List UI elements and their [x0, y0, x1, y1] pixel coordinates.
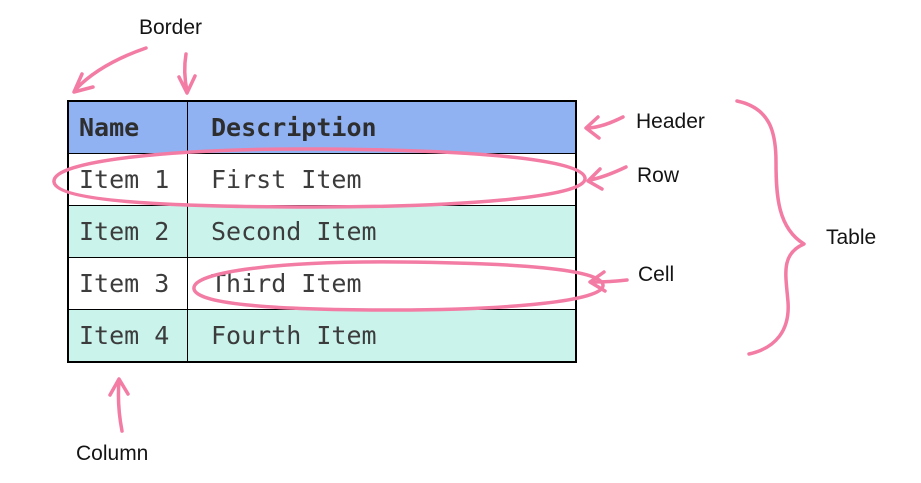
column-arrow-icon — [108, 377, 130, 433]
cell-item3-description: Third Item — [187, 257, 577, 310]
cell-item3-name: Item 3 — [67, 257, 188, 310]
table-row: Item 4 Fourth Item — [67, 309, 577, 363]
cell-item1-description: First Item — [187, 153, 577, 206]
table-row: Item 3 Third Item — [67, 257, 577, 310]
header-label: Header — [636, 110, 705, 133]
header-arrow-icon — [584, 115, 625, 140]
cell-arrow-icon — [588, 270, 629, 293]
table-brace-icon — [735, 99, 806, 356]
cell-item2-name: Item 2 — [67, 205, 188, 258]
border-arrow-down-icon — [177, 52, 197, 95]
table-label: Table — [826, 226, 877, 249]
row-label: Row — [637, 164, 680, 187]
column-header-description: Description — [187, 100, 577, 154]
cell-item1-name: Item 1 — [67, 153, 188, 206]
demo-table: Name Description Item 1 First Item Item … — [67, 100, 577, 363]
column-header-name: Name — [67, 100, 188, 154]
cell-item4-name: Item 4 — [67, 309, 188, 363]
border-label: Border — [139, 16, 203, 39]
cell-label: Cell — [638, 263, 675, 286]
row-arrow-icon — [586, 165, 628, 191]
border-arrow-diagonal-icon — [72, 46, 148, 94]
cell-item2-description: Second Item — [187, 205, 577, 258]
column-label: Column — [76, 442, 149, 465]
table-header-row: Name Description — [67, 100, 577, 154]
cell-item4-description: Fourth Item — [187, 309, 577, 363]
table-row: Item 2 Second Item — [67, 205, 577, 258]
table-row: Item 1 First Item — [67, 153, 577, 206]
